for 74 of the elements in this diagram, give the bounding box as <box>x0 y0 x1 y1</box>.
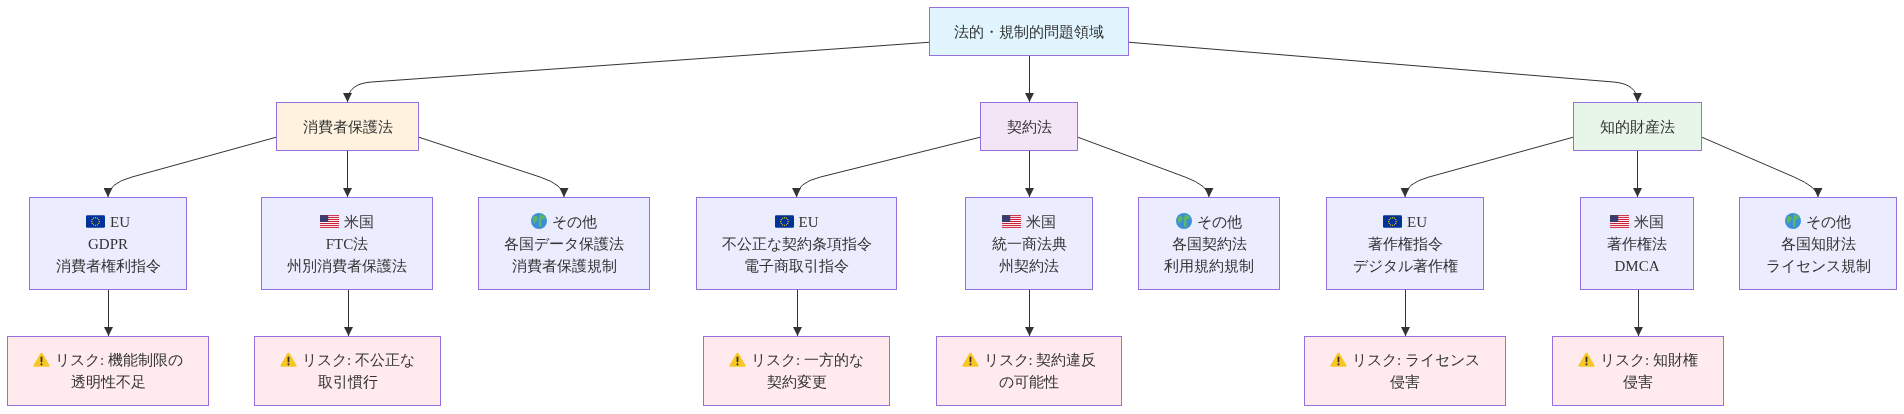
arrow <box>1077 136 1213 198</box>
node-label: 知的財産法 <box>1600 117 1675 137</box>
category-box <box>980 102 1078 151</box>
law-name: 消費者権利指令 <box>55 256 161 276</box>
region-box <box>1739 197 1897 290</box>
risk-text: リスク: 不公正な取引慣行 <box>302 352 415 390</box>
risk-text: リスク: ライセンス侵害 <box>1352 352 1480 390</box>
arrow <box>1025 289 1034 337</box>
node-label: 消費者保護法 <box>302 117 393 137</box>
region-box <box>1580 197 1694 290</box>
risk-box <box>1552 336 1724 406</box>
arrow <box>344 289 353 337</box>
topic-box <box>929 7 1129 56</box>
region-label: EU <box>798 213 819 230</box>
arrow <box>343 41 930 103</box>
category-box <box>276 102 419 151</box>
law-name: 州契約法 <box>999 256 1059 276</box>
region-box <box>1326 197 1484 290</box>
law-name: ライセンス規制 <box>1765 256 1871 276</box>
risk-text: リスク: 契約違反の可能性 <box>983 352 1097 390</box>
region-label: その他 <box>1806 213 1851 230</box>
arrow <box>418 136 568 198</box>
law-name: 各国データ保護法 <box>504 234 624 254</box>
risk-box <box>254 336 441 406</box>
arrow <box>1401 289 1410 337</box>
law-name: 著作権指令 <box>1367 234 1443 254</box>
arrow <box>1633 150 1642 198</box>
law-name: 利用規約規制 <box>1164 256 1254 276</box>
risk-box <box>7 336 209 406</box>
region-label: その他 <box>1197 213 1242 230</box>
region-box <box>965 197 1093 290</box>
law-name: FTC法 <box>325 234 369 254</box>
arrow <box>1701 136 1822 198</box>
law-name: 各国知財法 <box>1780 234 1856 254</box>
law-name: 消費者保護規制 <box>511 256 617 276</box>
region-box <box>29 197 187 290</box>
arrow <box>1128 41 1642 103</box>
arrow <box>792 136 981 198</box>
arrow <box>1401 136 1574 198</box>
node-label: 契約法 <box>1006 117 1052 137</box>
arrow <box>1025 55 1034 103</box>
risk-box <box>703 336 890 406</box>
law-name: デジタル著作権 <box>1352 256 1458 276</box>
arrow <box>1634 289 1643 337</box>
law-name: 著作権法 <box>1607 234 1667 254</box>
region-box <box>478 197 650 290</box>
region-box <box>1138 197 1280 290</box>
region-label: その他 <box>552 213 597 230</box>
law-name: 州別消費者保護法 <box>287 256 407 276</box>
risk-text: リスク: 一方的な契約変更 <box>751 352 864 390</box>
law-name: GDPR <box>88 234 128 254</box>
category-box <box>1573 102 1702 151</box>
law-name: 不公正な契約条項指令 <box>721 234 872 254</box>
arrow <box>1025 150 1034 198</box>
region-label: EU <box>110 213 130 230</box>
risk-box <box>936 336 1122 406</box>
risk-text: リスク: 知財権侵害 <box>1600 352 1698 390</box>
arrow <box>104 289 113 337</box>
region-label: EU <box>1407 213 1427 230</box>
region-label: 米国 <box>1026 213 1056 230</box>
law-name: DMCA <box>1614 256 1660 276</box>
arrow <box>104 136 277 198</box>
node-label: 法的・規制的問題領域 <box>954 22 1104 42</box>
law-name: 統一商法典 <box>991 234 1067 254</box>
arrow <box>793 289 802 337</box>
region-label: 米国 <box>1634 213 1664 230</box>
region-box <box>696 197 897 290</box>
risk-box <box>1304 336 1506 406</box>
law-name: 電子商取引指令 <box>744 256 849 276</box>
risk-text: リスク: 機能制限の透明性不足 <box>55 352 183 390</box>
law-name: 各国契約法 <box>1171 234 1247 254</box>
region-box <box>261 197 433 290</box>
region-label: 米国 <box>344 213 374 230</box>
arrow <box>343 150 352 198</box>
